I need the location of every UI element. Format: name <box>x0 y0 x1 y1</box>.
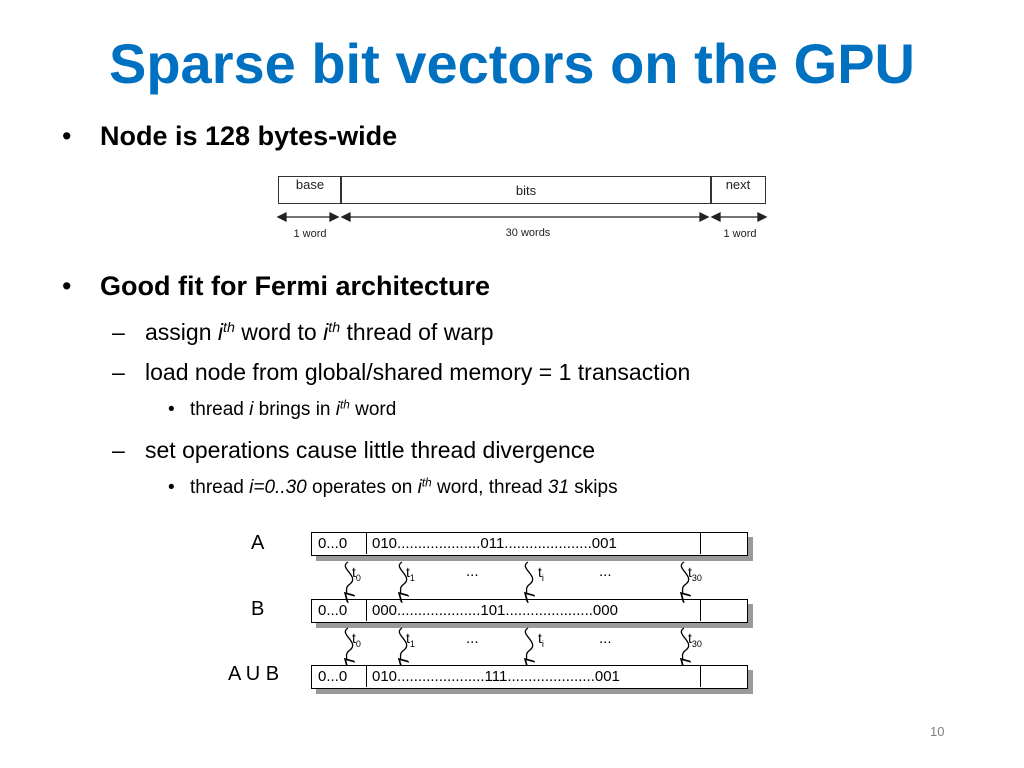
ellipsis: ... <box>599 563 612 580</box>
thread-arrow-t1-union <box>399 627 406 660</box>
node-layout-diagram: base bits next <box>278 176 766 206</box>
thread-label-t30: t30 <box>688 564 702 583</box>
ellipsis: ... <box>466 563 479 580</box>
node-field-next: next <box>710 176 766 204</box>
bitvector-row-union: 0...0 010.....................111.......… <box>311 665 748 689</box>
bullet-dot-icon: • <box>62 121 72 151</box>
width-label-base: 1 word <box>293 228 327 240</box>
row-label-b: B <box>251 598 265 620</box>
thread-label-t1: t1 <box>406 630 415 649</box>
width-label-next: 1 word <box>723 228 757 240</box>
thread-arrow-ti-ab <box>525 561 532 594</box>
bullet-dot-icon: • <box>168 399 175 420</box>
thread-arrow-t30-union <box>681 627 688 660</box>
thread-arrows <box>300 561 760 666</box>
dash-icon: – <box>112 319 125 345</box>
ellipsis: ... <box>599 630 612 647</box>
thread-label-ti: ti <box>538 630 544 649</box>
bullet-dot-icon: • <box>168 477 175 498</box>
page-number: 10 <box>930 724 945 739</box>
thread-arrow-ti-union <box>525 627 532 660</box>
dash-icon: – <box>112 437 125 463</box>
thread-label-t30: t30 <box>688 630 702 649</box>
row-label-union: A U B <box>228 663 280 685</box>
width-label-bits: 30 words <box>505 227 551 239</box>
node-width-arrows <box>276 211 768 223</box>
thread-label-t0: t0 <box>352 630 361 649</box>
bitvector-row-a: 0...0 010....................011........… <box>311 532 748 556</box>
thread-arrow-t1-ab <box>399 561 406 594</box>
row-label-a: A <box>251 532 265 554</box>
thread-label-ti: ti <box>538 564 544 583</box>
node-field-bits: bits <box>340 176 712 204</box>
ellipsis: ... <box>466 630 479 647</box>
slide-title: Sparse bit vectors on the GPU <box>109 32 915 95</box>
thread-arrow-t0-union <box>345 627 352 660</box>
thread-arrow-t0-ab <box>345 561 352 594</box>
bullet-dot-icon: • <box>62 271 72 301</box>
thread-label-t1: t1 <box>406 564 415 583</box>
node-field-base: base <box>278 176 342 204</box>
thread-label-t0: t0 <box>352 564 361 583</box>
thread-arrow-t30-ab <box>681 561 688 594</box>
dash-icon: – <box>112 359 125 385</box>
